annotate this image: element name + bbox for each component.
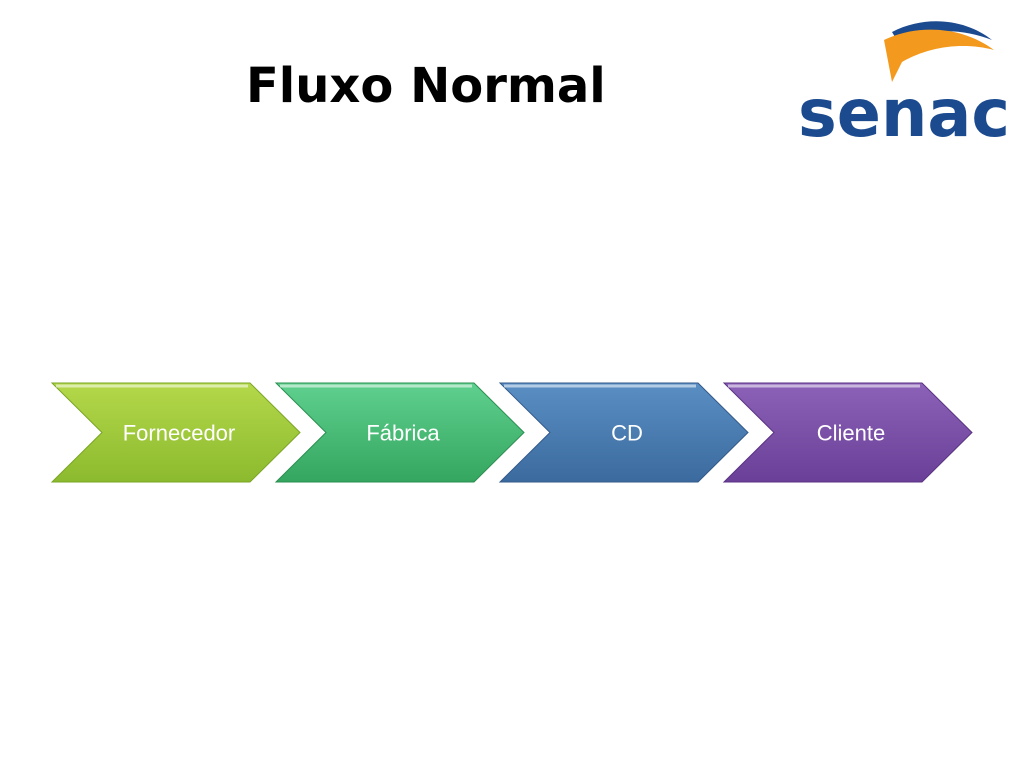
flow-step: CD [498,382,749,483]
flow-step-chevron [274,382,525,483]
flow-step-chevron [498,382,749,483]
flow-step-label: Fornecedor [123,421,236,446]
logo-arc-blue [892,21,992,42]
logo-arc-orange [884,29,994,82]
flow-step-chevron [50,382,301,483]
flow-step-label: CD [611,421,643,446]
flow-step-label: Cliente [817,421,885,446]
flow-step: Fábrica [274,382,525,483]
flow-step-label: Fábrica [366,421,440,446]
slide-title: Fluxo Normal [246,58,606,114]
flow-step: Fornecedor [50,382,301,483]
logo-wordmark: senac [798,75,1010,144]
flow-step: Cliente [722,382,973,483]
senac-logo: senac [798,21,1010,144]
flow-step-chevron [722,382,973,483]
